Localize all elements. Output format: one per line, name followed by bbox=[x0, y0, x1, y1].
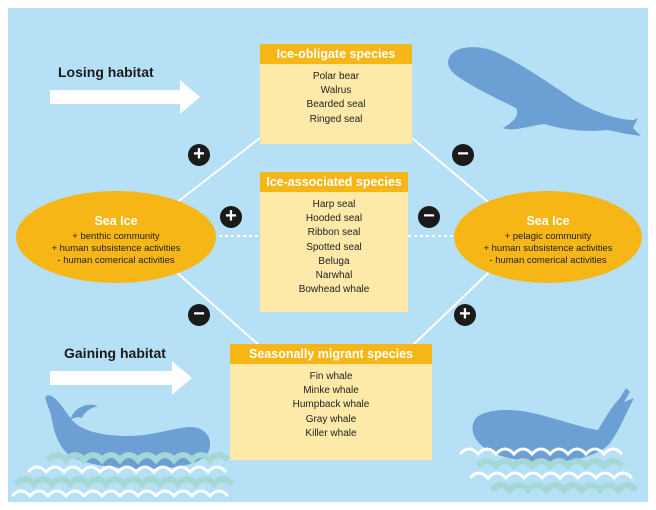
ice-associated-box: Ice-associated species Harp seal Hooded … bbox=[260, 172, 408, 312]
plus-icon: + bbox=[220, 206, 242, 228]
list-item: - human comerical activities bbox=[489, 255, 607, 266]
arrow-icon bbox=[50, 80, 200, 114]
minus-icon: − bbox=[452, 144, 474, 166]
list-item: Bearded seal bbox=[306, 99, 366, 111]
list-item: Bowhead whale bbox=[298, 284, 370, 296]
list-item: Humpback whale bbox=[292, 399, 370, 411]
list-item: Ringed seal bbox=[309, 113, 363, 125]
list-item: Minke whale bbox=[303, 385, 359, 397]
list-item: Killer whale bbox=[305, 427, 357, 439]
sea-ice-right-list: + pelagic community + human subsistence … bbox=[454, 231, 642, 267]
losing-habitat-label: Losing habitat bbox=[58, 64, 154, 80]
list-item: + human subsistence activities bbox=[483, 243, 613, 254]
list-item: Beluga bbox=[318, 255, 350, 267]
ice-associated-title: Ice-associated species bbox=[260, 172, 408, 192]
ice-obligate-title: Ice-obligate species bbox=[260, 44, 412, 64]
list-item: + human subsistence activities bbox=[51, 243, 181, 254]
sea-ice-right-title: Sea Ice bbox=[526, 214, 570, 228]
list-item: Gray whale bbox=[305, 413, 357, 425]
list-item: Fin whale bbox=[309, 371, 353, 382]
diagram-canvas: Losing habitat Gaining habitat Ice-oblig… bbox=[8, 8, 648, 502]
list-item: - human comerical activities bbox=[57, 255, 175, 266]
sea-ice-left-title: Sea Ice bbox=[94, 214, 138, 228]
list-item: Spotted seal bbox=[306, 241, 362, 253]
seasonally-migrant-title: Seasonally migrant species bbox=[230, 344, 432, 364]
sea-ice-right: Sea Ice + pelagic community + human subs… bbox=[454, 191, 642, 283]
diagram-artwork bbox=[10, 47, 641, 499]
minus-icon: − bbox=[188, 304, 210, 326]
ice-associated-list: Harp seal Hooded seal Ribbon seal Spotte… bbox=[260, 192, 408, 297]
wave-icon bbox=[10, 452, 235, 499]
wave-icon bbox=[458, 447, 639, 495]
list-item: Hooded seal bbox=[305, 213, 363, 225]
sea-ice-left: Sea Ice + benthic community + human subs… bbox=[16, 191, 216, 283]
seal-icon bbox=[448, 47, 641, 136]
whale-icon bbox=[45, 395, 211, 469]
list-item: + benthic community bbox=[72, 231, 160, 242]
plus-icon: + bbox=[454, 304, 476, 326]
ice-obligate-box: Ice-obligate species Polar bear Walrus B… bbox=[260, 44, 412, 144]
list-item: Ribbon seal bbox=[307, 227, 361, 239]
list-item: + pelagic community bbox=[504, 231, 592, 242]
seasonally-migrant-list: Fin whale Minke whale Humpback whale Gra… bbox=[230, 364, 432, 441]
list-item: Narwhal bbox=[315, 270, 353, 282]
plus-icon: + bbox=[188, 144, 210, 166]
ice-obligate-list: Polar bear Walrus Bearded seal Ringed se… bbox=[260, 64, 412, 127]
list-item: Walrus bbox=[320, 85, 352, 97]
arrow-icon bbox=[50, 361, 192, 395]
gaining-habitat-label: Gaining habitat bbox=[64, 345, 166, 361]
whale-icon bbox=[472, 388, 634, 462]
seasonally-migrant-box: Seasonally migrant species Fin whale Min… bbox=[230, 344, 432, 460]
list-item: Harp seal bbox=[312, 199, 356, 210]
sea-ice-left-list: + benthic community + human subsistence … bbox=[16, 231, 216, 267]
list-item: Polar bear bbox=[312, 71, 360, 82]
minus-icon: − bbox=[418, 206, 440, 228]
